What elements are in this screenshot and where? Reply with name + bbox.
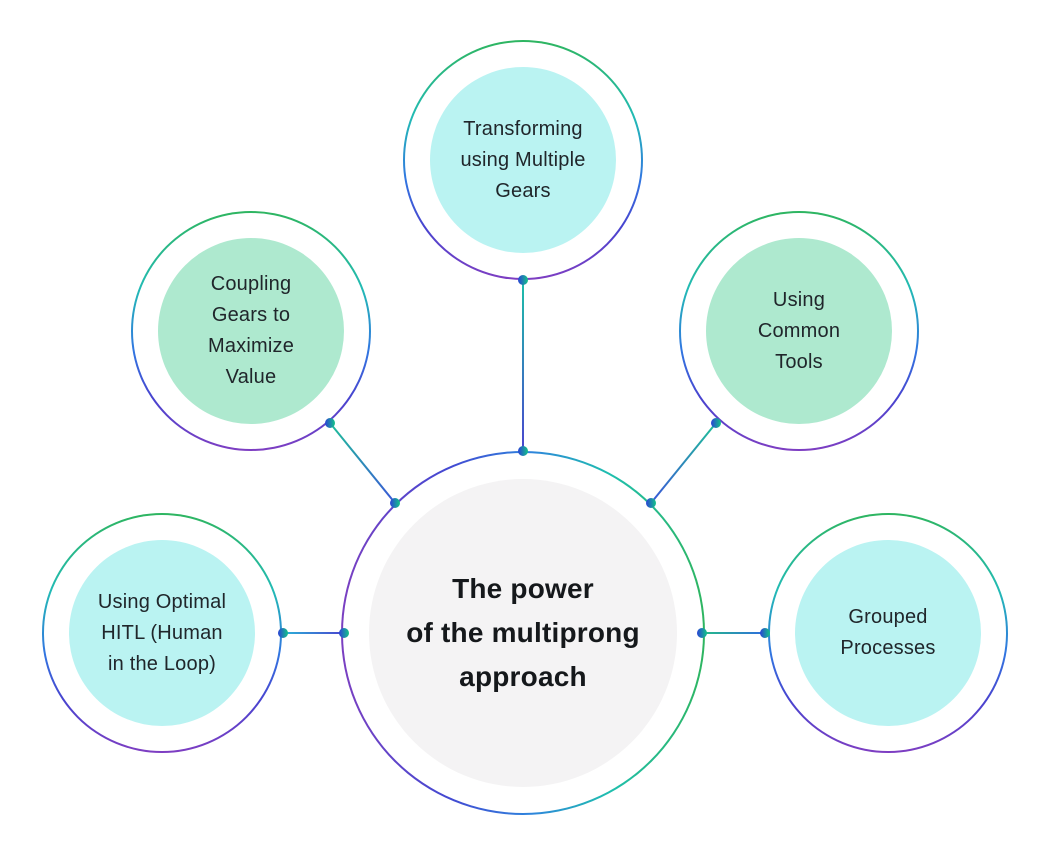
node-label-line: Tools (775, 350, 823, 373)
node-label-line: Using Optimal (97, 590, 227, 613)
node-label-line: Transforming (463, 117, 583, 140)
node-label: Using Optimal HITL (Human in the Loop) (42, 513, 282, 753)
node-fill (69, 540, 255, 726)
node-label-line: Gears to (211, 304, 291, 326)
center-label-line: approach (459, 661, 587, 692)
node-fill (795, 540, 981, 726)
node-label: Using Common Tools (679, 211, 919, 451)
node-fill (706, 238, 892, 424)
node-label-line: in the Loop) (107, 652, 217, 675)
node-label-line: Coupling (210, 273, 292, 295)
node-label: Transforming using Multiple Gears (403, 40, 643, 280)
node-label: Coupling Gears to Maximize Value (131, 211, 371, 451)
node-label-line: Processes (840, 637, 936, 659)
node-label-line: Using (772, 288, 826, 311)
node-transforming-using-multiple-gears: Transforming using Multiple Gears (403, 40, 643, 280)
node-using-optimal-hitl: Using Optimal HITL (Human in the Loop) (42, 513, 282, 753)
node-label-line: Gears (495, 179, 551, 202)
center-node: The power of the multiprong approach (341, 451, 705, 815)
node-label: Grouped Processes (768, 513, 1008, 753)
node-grouped-processes: Grouped Processes (768, 513, 1008, 753)
node-label-line: Grouped (848, 606, 928, 628)
node-fill (430, 67, 616, 253)
node-coupling-gears-to-maximize-value: Coupling Gears to Maximize Value (131, 211, 371, 451)
node-label-line: HITL (Human (101, 621, 223, 644)
node-fill (158, 238, 344, 424)
center-fill (369, 479, 677, 787)
center-label: The power of the multiprong approach (341, 451, 705, 815)
node-using-common-tools: Using Common Tools (679, 211, 919, 451)
node-label-line: Value (225, 366, 277, 388)
center-label-line: of the multiprong (406, 617, 640, 648)
node-label-line: using Multiple (460, 148, 586, 171)
center-label-line: The power (452, 573, 594, 604)
node-label-line: Maximize (207, 335, 295, 357)
node-label-line: Common (757, 319, 841, 342)
